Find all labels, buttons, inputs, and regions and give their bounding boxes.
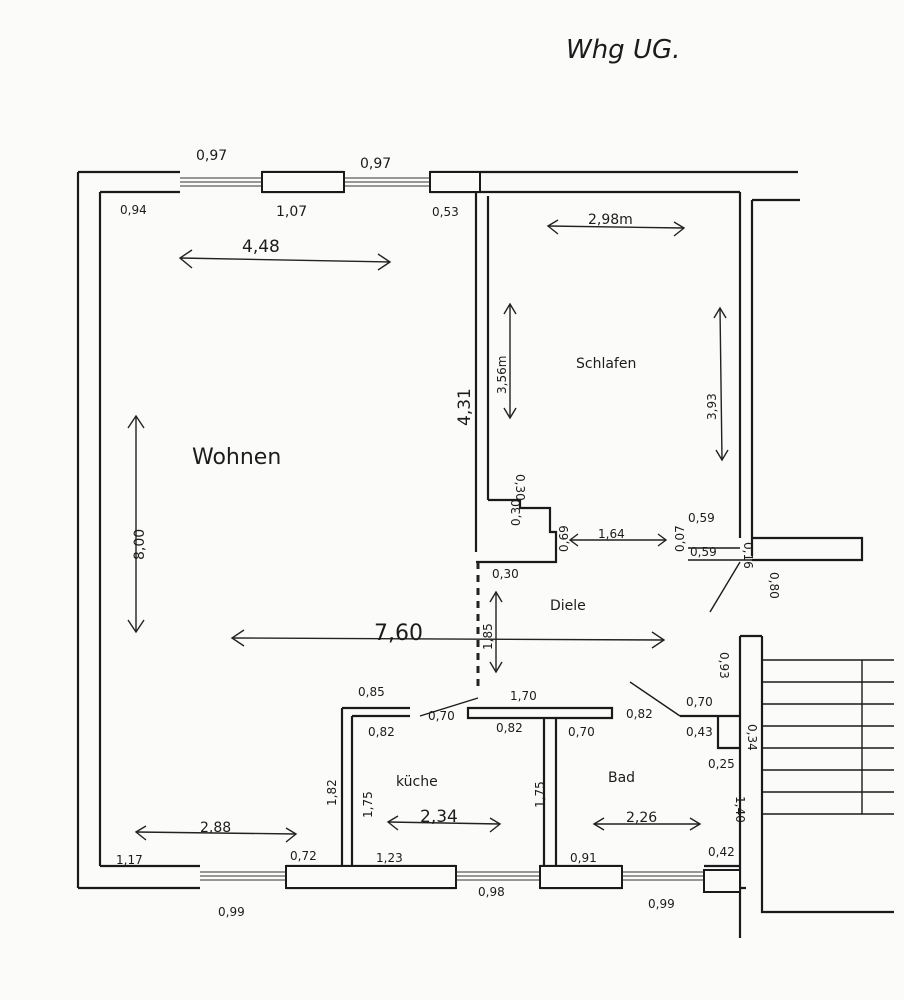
dim-label: 1,82 xyxy=(325,779,339,806)
dim-label: 0,59 xyxy=(688,511,715,525)
dim-label: 1,07 xyxy=(276,204,307,220)
dim-label: 0,99 xyxy=(648,897,675,911)
dimension-lines xyxy=(127,219,729,843)
dim-label: 1,70 xyxy=(510,689,537,703)
dim-label: 0,72 xyxy=(290,849,317,863)
dim-label: 0,82 xyxy=(496,721,523,735)
dim-label: 1,75 xyxy=(533,781,547,808)
dimension-labels-rotated: 8,00 4,31 3,56m 3,93 0,30 0,30 0,69 0,07… xyxy=(132,356,781,823)
dim-label: 3,93 xyxy=(705,393,719,420)
dim-label: 0,43 xyxy=(686,725,713,739)
dim-label: 0,82 xyxy=(626,707,653,721)
dim-label: 8,00 xyxy=(132,529,148,560)
dim-label: 0,82 xyxy=(368,725,395,739)
top-windows xyxy=(180,171,481,193)
dim-label: 0,85 xyxy=(358,685,385,699)
dim-label: 0,70 xyxy=(428,709,455,723)
dim-label: 2,26 xyxy=(626,810,657,826)
dim-label: 0,99 xyxy=(218,905,245,919)
dim-label: 0,07 xyxy=(673,525,687,552)
dim-label: 0,98 xyxy=(478,885,505,899)
dim-label: 0,93 xyxy=(717,652,731,679)
dim-label: 4,31 xyxy=(455,388,475,426)
dim-label: 0,70 xyxy=(686,695,713,709)
dim-label: 2,34 xyxy=(420,807,458,827)
interior-walls xyxy=(340,192,752,866)
dim-label: 4,48 xyxy=(242,237,280,257)
room-label-bad: Bad xyxy=(608,770,635,786)
room-label-kueche: küche xyxy=(396,774,438,790)
dim-label: 0,30 xyxy=(509,499,523,526)
dim-label: 3,56m xyxy=(495,356,509,394)
outer-walls xyxy=(76,170,894,938)
dim-label: 0,80 xyxy=(767,572,781,599)
dim-label: 0,30 xyxy=(492,567,519,581)
dim-label: 0,34 xyxy=(745,724,759,751)
room-label-schlafen: Schlafen xyxy=(576,356,636,372)
dim-label: 7,60 xyxy=(374,621,423,646)
dim-label: 2,88 xyxy=(200,820,231,836)
dim-label: 0,97 xyxy=(196,148,227,164)
dim-label: 0,70 xyxy=(568,725,595,739)
dim-label: 0,94 xyxy=(120,203,147,217)
dim-label: 2,98m xyxy=(588,212,633,228)
dim-label: 1,23 xyxy=(376,851,403,865)
dim-label: 1,40 xyxy=(733,796,747,823)
plan-title: Whg UG. xyxy=(566,35,680,65)
dim-label: 0,53 xyxy=(432,205,459,219)
dim-label: 1,17 xyxy=(116,853,143,867)
dimension-labels: 0,97 0,97 0,94 1,07 0,53 4,48 7,60 2,98m… xyxy=(116,148,735,919)
room-label-wohnen: Wohnen xyxy=(192,445,281,470)
dim-label: 0,69 xyxy=(557,525,571,552)
dim-label: 0,42 xyxy=(708,845,735,859)
dim-label: 0,25 xyxy=(708,757,735,771)
dim-label: 1,64 xyxy=(598,527,625,541)
dim-label: 1,85 xyxy=(481,623,495,650)
dim-label: 0,91 xyxy=(570,851,597,865)
dim-label: 0,30 xyxy=(513,474,527,501)
dim-label: 0,16 xyxy=(741,542,755,569)
room-label-diele: Diele xyxy=(550,598,586,614)
dim-label: 0,97 xyxy=(360,156,391,172)
dim-label: 0,59 xyxy=(690,545,717,559)
bottom-windows xyxy=(200,865,741,893)
dim-label: 1,75 xyxy=(361,791,375,818)
